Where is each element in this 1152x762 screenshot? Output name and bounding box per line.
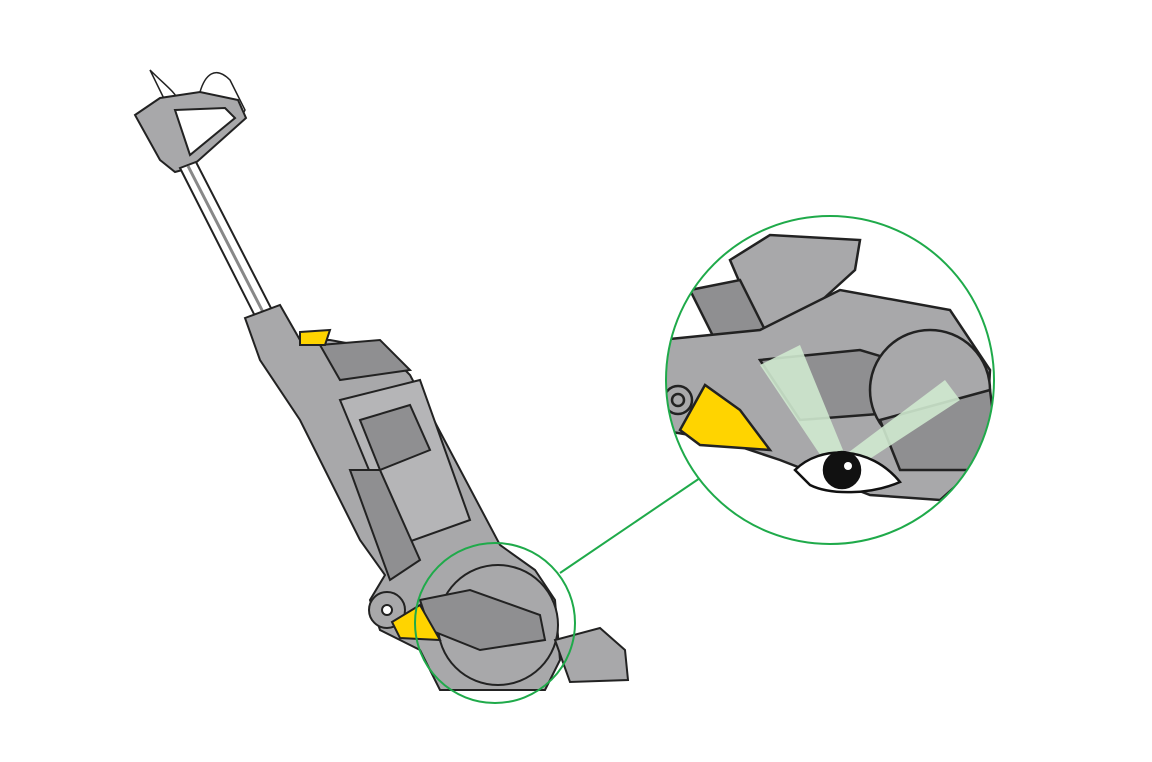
light-beam-right [845,380,960,462]
zoom-yellow-lever [678,383,773,452]
callout-connector [559,477,701,574]
small-callout-circle [414,542,576,704]
vacuum-handle [133,90,248,174]
vacuum-wand [178,160,274,320]
eye-icon [793,450,903,494]
light-beam-left [760,345,845,462]
magnifier-callout [665,215,995,545]
zoom-wheel [666,384,694,416]
